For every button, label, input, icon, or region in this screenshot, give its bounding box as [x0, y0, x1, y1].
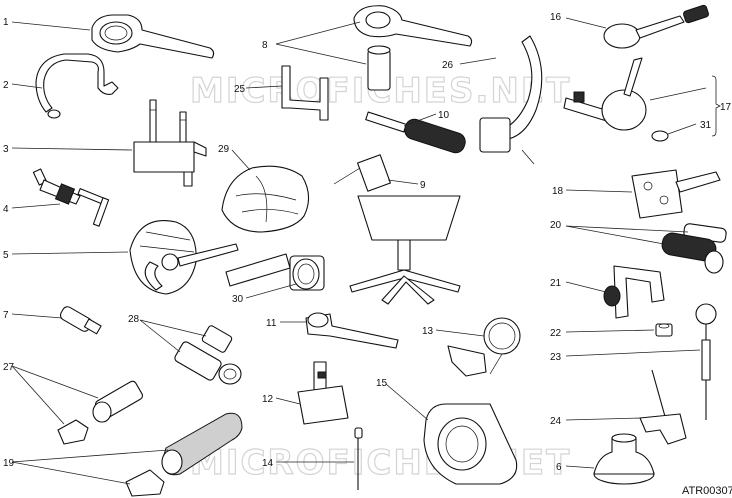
callout-26: 26: [442, 60, 454, 71]
tool-26-curved-arm: [479, 35, 543, 165]
tool-10-driver: [365, 111, 466, 154]
callout-21: 21: [550, 278, 562, 289]
tool-5-degree-wheel: [129, 220, 239, 295]
tool-9-stand: [333, 154, 461, 305]
tool-16-strap-wrench: [603, 4, 709, 49]
callout-7: 7: [3, 310, 9, 321]
callout-11: 11: [266, 318, 277, 329]
callout-4: 4: [3, 204, 9, 215]
tool-23-dial-indicator: [695, 303, 717, 420]
tool-2-bent-hook: [35, 53, 119, 119]
callout-31: 31: [700, 120, 712, 131]
callout-6: 6: [556, 462, 562, 473]
tool-19-knurled-handle: [125, 412, 243, 497]
tool-8-wrench-adapter: [353, 5, 473, 91]
callout-27: 27: [3, 362, 15, 373]
tool-25-bracket: [281, 65, 329, 121]
callout-20: 20: [550, 220, 562, 231]
tool-1-ring-spanner: [91, 14, 215, 59]
tool-12-puller: [297, 361, 349, 425]
callout-1: 1: [3, 17, 9, 28]
callout-labels: 1 2 3 4 5 6 7 8 9 10 11 12 13 14 15 16 1…: [3, 12, 732, 473]
tool-27-drift-set: [57, 380, 144, 445]
callout-12: 12: [262, 394, 274, 405]
tool-28-bushings: [174, 325, 242, 385]
callout-8: 8: [262, 40, 268, 51]
leader-lines: [11, 17, 721, 485]
callout-18: 18: [552, 186, 564, 197]
tool-30-socket-handle: [225, 253, 325, 291]
tool-22-nut: [655, 323, 673, 337]
tool-17-tensioner-tool: [563, 57, 669, 142]
callout-13: 13: [422, 326, 434, 337]
callout-19: 19: [3, 458, 15, 469]
tool-15-ring-holder: [423, 403, 518, 485]
callout-10: 10: [438, 110, 450, 121]
tool-4-t-handle-puller: [32, 168, 110, 227]
callout-5: 5: [3, 250, 9, 261]
callout-29: 29: [218, 144, 230, 155]
callout-23: 23: [550, 352, 562, 363]
tool-24-lever: [639, 369, 687, 445]
tool-21-bracket: [603, 265, 665, 319]
diagram-code: ATR00307: [682, 485, 732, 497]
callout-2: 2: [3, 80, 9, 91]
tool-13-dial-gauge: [447, 317, 521, 377]
tool-6-base: [593, 433, 655, 485]
callout-22: 22: [550, 328, 562, 339]
tool-29-protective-cover: [221, 165, 310, 233]
callout-16: 16: [550, 12, 562, 23]
tool-7-threaded-pin: [59, 306, 102, 335]
callout-24: 24: [550, 416, 562, 427]
tool-11-pin-spanner: [305, 312, 399, 349]
tool-18-fixture: [631, 169, 721, 219]
callout-14: 14: [262, 458, 274, 469]
callout-9: 9: [420, 180, 426, 191]
callout-3: 3: [3, 144, 9, 155]
callout-30: 30: [232, 294, 244, 305]
callout-15: 15: [376, 378, 388, 389]
callout-25: 25: [234, 84, 246, 95]
tool-14-pin: [354, 427, 363, 490]
tool-20-bushings: [661, 223, 727, 274]
tool-3-stud-plate: [133, 99, 207, 187]
callout-17: 17: [720, 102, 732, 113]
callout-28: 28: [128, 314, 140, 325]
